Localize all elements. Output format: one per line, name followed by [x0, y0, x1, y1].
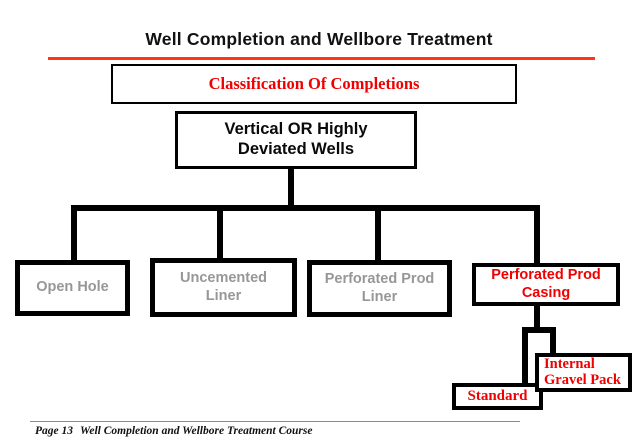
node-perforated-prod-liner-line1: Perforated Prod	[324, 271, 435, 288]
classification-header-box: Classification Of Completions	[111, 64, 517, 104]
footer-divider	[30, 421, 520, 422]
node-perforated-prod-liner-line2: Liner	[361, 288, 398, 305]
node-open-hole: Open Hole	[15, 260, 130, 316]
title-divider	[48, 57, 595, 60]
connector-drop-perforated-casing	[534, 205, 540, 265]
node-standard-label: Standard	[467, 388, 528, 404]
footer-course-title: Well Completion and Wellbore Treatment C…	[80, 425, 313, 437]
connector-sub-rail	[522, 327, 556, 333]
connector-drop-standard	[522, 327, 528, 385]
connector-drop-gravel-pack	[550, 327, 556, 357]
node-perforated-prod-casing-line2: Casing	[521, 284, 571, 301]
node-standard: Standard	[452, 383, 543, 410]
node-internal-gravel-pack-line1: Internal	[544, 356, 595, 373]
node-uncemented-liner-line1: Uncemented	[179, 270, 268, 287]
root-node-line1: Vertical OR Highly	[224, 120, 368, 139]
node-perforated-prod-liner: Perforated Prod Liner	[307, 260, 452, 317]
root-node-line2: Deviated Wells	[237, 140, 355, 158]
footer-page-number: Page 13	[35, 425, 74, 437]
slide-title: Well Completion and Wellbore Treatment	[145, 29, 493, 49]
connector-drop-perforated-liner	[375, 205, 381, 262]
node-open-hole-label: Open Hole	[36, 279, 109, 296]
connector-main-rail	[71, 205, 540, 211]
classification-header-label: Classification Of Completions	[208, 74, 420, 93]
node-perforated-prod-casing-line1: Perforated Prod	[491, 267, 601, 284]
connector-casing-stem	[534, 304, 540, 333]
connector-drop-uncemented-liner	[217, 205, 223, 260]
node-internal-gravel-pack-line2: Gravel Pack	[544, 371, 621, 388]
node-uncemented-liner-line2: Liner	[205, 287, 242, 304]
node-perforated-prod-casing: Perforated Prod Casing	[472, 263, 620, 306]
connector-drop-open-hole	[71, 205, 77, 262]
node-uncemented-liner: Uncemented Liner	[150, 258, 297, 317]
connector-root-stem	[288, 168, 294, 208]
root-node-box: Vertical OR Highly Deviated Wells	[175, 111, 417, 169]
node-internal-gravel-pack: Internal Gravel Pack	[535, 353, 632, 392]
